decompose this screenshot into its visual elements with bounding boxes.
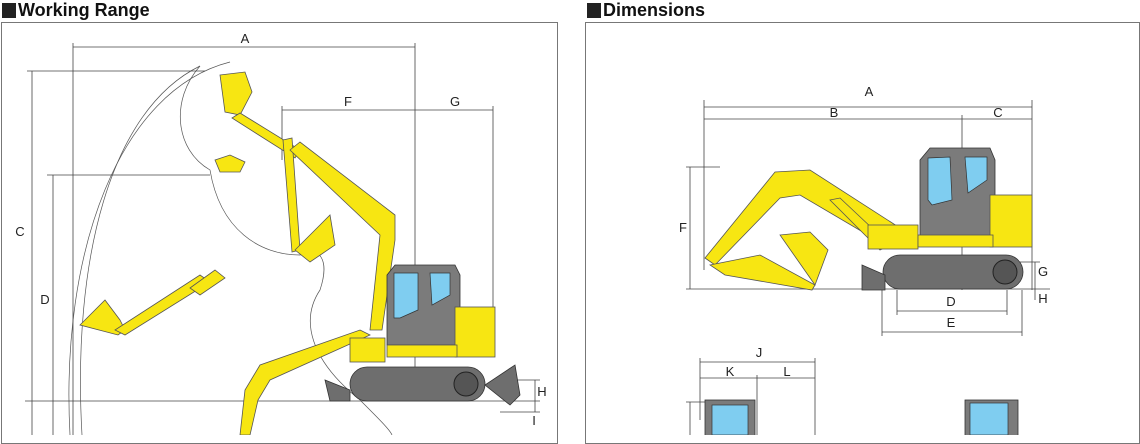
label-F: F [679, 220, 687, 235]
working-range-heading: Working Range [2, 0, 150, 20]
upper-frame [386, 344, 458, 358]
swing-bracket [349, 337, 386, 363]
dozer-blade [484, 364, 521, 406]
sprocket [453, 371, 479, 397]
front-view-glass [711, 404, 749, 435]
engine-cover [989, 194, 1033, 248]
label-H: H [537, 384, 546, 399]
dimensions-diagram: A B C F G H D E J K L [679, 84, 1050, 435]
label-C: C [993, 105, 1002, 120]
dozer-blade [861, 264, 886, 291]
crawler-track [882, 254, 1024, 290]
blade-rear [324, 379, 351, 402]
diagram-canvas: A F G C D H I [15, 31, 1050, 435]
label-A: A [241, 31, 250, 46]
label-G: G [1038, 264, 1048, 279]
dimensions-title: Dimensions [603, 0, 706, 20]
cab-window-front [393, 272, 419, 319]
label-E: E [947, 315, 956, 330]
boom-raised [289, 141, 396, 331]
bucket-curl [189, 269, 226, 296]
crawler-track [349, 366, 486, 402]
upper-frame [917, 234, 994, 248]
label-C: C [15, 224, 24, 239]
bucket-low [294, 214, 336, 263]
label-H: H [1038, 291, 1047, 306]
dimensions-heading: Dimensions [587, 0, 705, 20]
label-I: I [532, 413, 536, 428]
reach-envelope-inner [80, 65, 201, 435]
sprocket [992, 259, 1018, 285]
working-range-title: Working Range [18, 0, 150, 20]
working-range-diagram: A F G C D H I [15, 31, 547, 435]
cab-window-side [964, 156, 988, 194]
label-F: F [344, 94, 352, 109]
cab-window-side [429, 272, 451, 306]
arm [708, 254, 816, 291]
label-L: L [783, 364, 790, 379]
label-K: K [726, 364, 735, 379]
label-A: A [865, 84, 874, 99]
label-D: D [40, 292, 49, 307]
square-bullet-icon [587, 2, 601, 18]
rear-view-glass [969, 402, 1009, 435]
label-G: G [450, 94, 460, 109]
engine-cover [454, 306, 496, 358]
bucket-raised [219, 71, 253, 116]
cab-window-front [927, 156, 953, 206]
swing-bracket [867, 224, 919, 250]
reach-envelope [68, 61, 231, 435]
bucket-mid [214, 154, 246, 173]
bucket [779, 231, 829, 286]
label-B: B [830, 105, 839, 120]
label-D: D [946, 294, 955, 309]
label-J: J [756, 345, 763, 360]
square-bullet-icon [2, 2, 16, 18]
